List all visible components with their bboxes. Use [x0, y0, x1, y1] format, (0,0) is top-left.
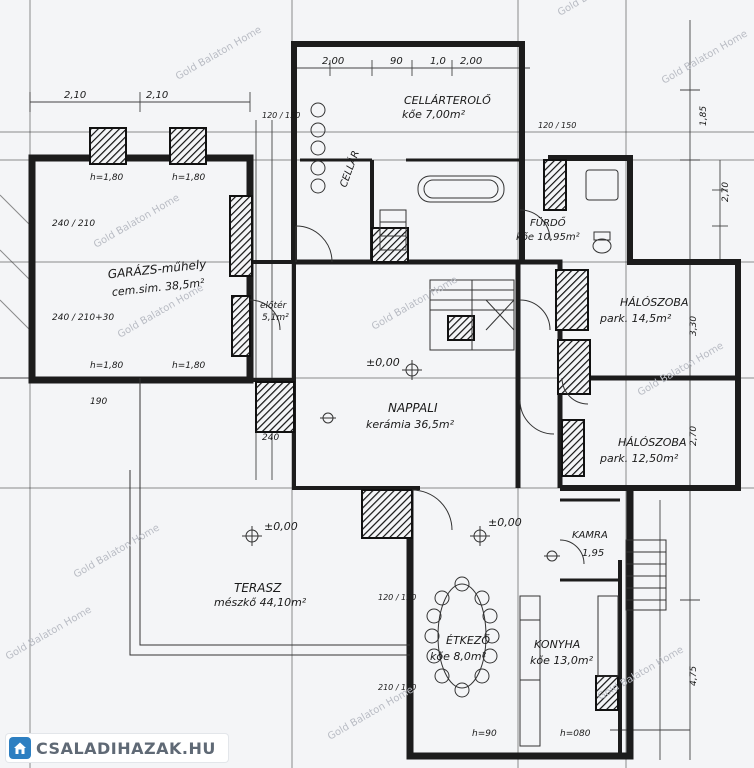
terrace-level-label: ±0,00 — [264, 520, 298, 533]
dim-top-mid-b: 90 — [390, 56, 403, 67]
watermark-text: Gold Balaton Home — [72, 522, 162, 580]
fixtures — [310, 102, 619, 254]
bedroom1-label: HÁLÓSZOBA — [620, 296, 689, 309]
dim-door-b: 240 / 210+30 — [52, 313, 114, 323]
level-labels: ±0,00 ±0,00 ±0,00 — [264, 356, 522, 533]
watermark-text: Gold Balaton Home — [92, 192, 182, 250]
watermark-text: Gold Balaton Home — [174, 24, 264, 82]
dining-level-label: ±0,00 — [488, 516, 522, 529]
terrace-label: TERASZ — [234, 581, 282, 595]
dim-h080: h=080 — [560, 729, 591, 739]
site-logo[interactable]: CSALADIHAZAK.HU — [6, 734, 228, 762]
walls — [28, 41, 741, 760]
entry-floor-label: 5,1m² — [262, 313, 289, 323]
dim-side-190: 190 — [90, 397, 107, 407]
watermark-text: Gold Balaton Home — [660, 28, 750, 86]
pantry-floor-label: 1,95 — [582, 548, 604, 559]
dimension-labels: 2,10 2,10 2,00 90 2,00 1,0 h=1,80 h=1,80… — [52, 56, 731, 739]
dim-right-c: 3,30 — [689, 316, 699, 336]
watermark-text: Gold Balaton Home — [4, 604, 94, 662]
dim-h090: h=90 — [472, 729, 497, 739]
watermark-text: Gold Balaton Home — [326, 684, 416, 742]
terrace-floor-label: mészkő 44,10m² — [214, 596, 307, 609]
dim-top-mid-d: 1,0 — [430, 56, 446, 67]
wc-floor-label: kőe 10,95m² — [516, 231, 580, 243]
dim-door-a: 240 / 210 — [52, 219, 95, 229]
pantry-label: KAMRA — [572, 530, 608, 541]
bathroom-floor-label: kőe 7,00m² — [402, 108, 466, 121]
kitchen-floor-label: kőe 13,0m² — [530, 654, 594, 667]
bathroom-title-label: CELLÁRTEROLŐ — [404, 93, 491, 107]
kitchen-label: KONYHA — [534, 638, 580, 651]
watermark-text: Gold Balaton Home — [556, 0, 646, 19]
dim-sill-b: h=1,80 — [172, 173, 206, 183]
living-level-label: ±0,00 — [366, 356, 400, 369]
living-floor-label: kerámia 36,5m² — [366, 418, 455, 431]
living-label: NAPPALI — [388, 401, 438, 415]
wc-label: FÜRDŐ — [530, 215, 566, 229]
door-swings — [249, 209, 589, 565]
dim-right-a: 1,85 — [699, 106, 709, 126]
dim-side-240: 240 — [262, 433, 279, 443]
dim-win-c: 120 / 150 — [378, 593, 416, 602]
house-icon — [9, 737, 31, 759]
kitchen-counter — [519, 595, 619, 747]
dim-right-e: 4,75 — [689, 666, 699, 686]
pillars — [89, 127, 619, 711]
dim-top-mid-a: 2,00 — [322, 56, 344, 67]
entry-label: előtér — [260, 300, 288, 311]
logo-text: CSALADIHAZAK.HU — [36, 738, 216, 758]
watermark-text: Gold Balaton Home — [636, 340, 726, 398]
dim-sill-c: h=1,80 — [90, 361, 124, 371]
bedroom2-label: HÁLÓSZOBA — [618, 436, 687, 449]
dining-floor-label: kőe 8,0m² — [430, 650, 487, 663]
dim-sill-d: h=1,80 — [172, 361, 206, 371]
dim-right-d: 2,70 — [689, 426, 699, 446]
dining-table — [424, 576, 500, 698]
dim-top-left-b: 2,10 — [146, 90, 168, 101]
dim-sill-a: h=1,80 — [90, 173, 124, 183]
dim-win-b: 120 / 150 — [538, 121, 576, 130]
dim-top-left-a: 2,10 — [64, 90, 86, 101]
dim-win-d: 210 / 150 — [378, 683, 416, 692]
dim-win-a: 120 / 150 — [262, 111, 300, 120]
bedroom1-floor-label: park. 14,5m² — [599, 312, 672, 325]
dim-top-mid-c: 2,00 — [460, 56, 482, 67]
dim-right-b: 2,70 — [721, 182, 731, 202]
dimension-lines — [0, 20, 728, 760]
level-markers — [242, 360, 560, 562]
storage-label: CELLÁR — [337, 149, 362, 189]
watermark-text: Gold Balaton Home — [596, 644, 686, 702]
bedroom2-floor-label: park. 12,50m² — [599, 452, 679, 465]
staircase — [429, 279, 667, 611]
watermarks: Gold Balaton Home Gold Balaton Home Gold… — [4, 0, 750, 743]
watermark-text: Gold Balaton Home — [370, 274, 460, 332]
dining-label: ÉTKEZŐ — [446, 633, 490, 647]
